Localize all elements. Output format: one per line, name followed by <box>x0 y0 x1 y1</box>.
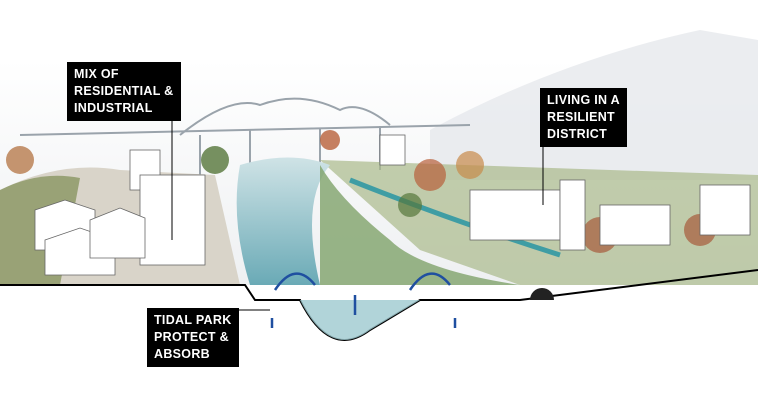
canal <box>349 177 561 258</box>
tidal-park-wetland <box>320 165 520 285</box>
label-line: PROTECT & <box>154 330 229 344</box>
river-channel <box>236 157 330 285</box>
label-mix-residential-industrial: MIX OF RESIDENTIAL & INDUSTRIAL <box>67 62 181 121</box>
bridge <box>19 97 471 175</box>
label-line: INDUSTRIAL <box>74 101 153 115</box>
label-line: TIDAL PARK <box>154 313 232 327</box>
label-line: LIVING IN A <box>547 93 620 107</box>
label-line: DISTRICT <box>547 127 608 141</box>
label-living-resilient-district: LIVING IN A RESILIENT DISTRICT <box>540 88 627 147</box>
tidal-basin <box>255 300 420 340</box>
label-line: RESIDENTIAL & <box>74 84 174 98</box>
label-tidal-park: TIDAL PARK PROTECT & ABSORB <box>147 308 239 367</box>
label-line: MIX OF <box>74 67 119 81</box>
label-line: ABSORB <box>154 347 210 361</box>
leader-lines <box>171 115 544 311</box>
tunnel <box>530 288 554 300</box>
water-flow-arrows <box>270 272 457 328</box>
label-line: RESILIENT <box>547 110 615 124</box>
